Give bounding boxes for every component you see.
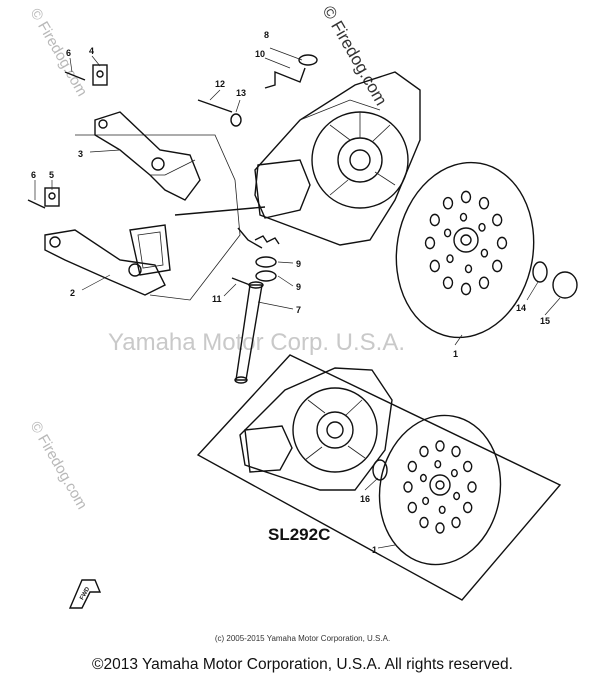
callout-12: 12 [215,79,225,89]
callout-9-upper: 9 [296,259,301,269]
callout-15: 15 [540,316,550,326]
callout-13: 13 [236,88,246,98]
footer-copyright-notice: ©2013 Yamaha Motor Corporation, U.S.A. A… [92,656,513,673]
callout-14: 14 [516,303,526,313]
nut-left-part [44,187,60,207]
brake-disc-upper-part [395,161,535,339]
bolt-left-part [27,199,46,209]
disc-hole [496,236,508,250]
nut-top-part [92,64,108,86]
spring-part [237,227,280,249]
washer-14-part [532,261,548,283]
disc-hole [480,248,489,258]
disc-hole [453,491,461,501]
callout-10: 10 [255,49,265,59]
disc-hole [451,445,461,458]
disc-hole [442,276,454,290]
nut-15-part [552,271,578,299]
disc-hole [446,254,454,264]
callout-4: 4 [89,46,94,56]
disc-hole [419,473,427,483]
housing-lower-part [239,367,393,491]
disc-hole [435,522,445,534]
bolt-12-part [197,99,233,113]
disc-holes-upper [424,190,508,296]
disc-hole [478,276,490,290]
disc-hole [435,440,445,452]
disc-hole [429,213,440,227]
disc-hole [407,460,417,473]
washer-9-part [255,256,277,268]
pin-11-part [231,277,251,286]
disc-hole [419,516,429,529]
disc-hole [443,228,452,238]
disc-hole [492,213,503,227]
disc-hole [460,190,472,204]
callout-2: 2 [70,288,75,298]
callout-7: 7 [296,305,301,315]
forward-arrow-icon: FWD [68,579,102,609]
callout-9-lower: 9 [296,282,301,292]
callout-8-top: 8 [264,30,269,40]
bolt-top-part [64,71,86,81]
connecting-rod-part [174,206,266,216]
washer-top-part [298,54,318,66]
disc-hole [463,501,473,514]
disc-hole [407,501,417,514]
disc-hole [424,236,436,250]
housing-upper-part [254,71,421,246]
disc-hole [429,259,440,273]
callout-1-upper: 1 [453,349,458,359]
disc-hole [450,468,458,478]
model-label: SL292C [268,525,330,544]
washer-8-part [255,270,277,282]
callout-3: 3 [78,149,83,159]
shaft-part [234,281,264,384]
disc-hole [467,481,477,493]
firedog-watermark-left-bottom: © Firedog.com [27,419,91,513]
disc-hole [463,460,473,473]
yamaha-watermark: Yamaha Motor Corp. U.S.A. [108,329,405,356]
disc-holes-lower [403,440,477,534]
firedog-watermark-top: © Firedog.com [319,3,391,109]
disc-hole [434,460,442,469]
bracket-group-outline [75,134,241,301]
lower-bracket-part [44,224,171,296]
spring-arm-part [264,67,306,89]
disc-hole [478,196,490,210]
disc-hole [451,516,461,529]
washer-16-part [372,459,388,481]
disc-hole [464,264,473,274]
sl292c-variant-box [196,354,562,601]
disc-hole [422,496,430,506]
washer-13-part [230,113,242,127]
disc-hole [478,222,486,232]
callout-16: 16 [360,494,370,504]
brake-disc-lower-part [378,414,502,566]
disc-hole [419,445,429,458]
disc-hole [403,481,413,493]
disc-hole [460,282,472,296]
leader-lines [34,47,561,549]
callout-5: 5 [49,170,54,180]
upper-bracket-part [94,111,201,201]
firedog-watermark-left-top: © Firedog.com [27,6,91,100]
small-copyright-notice: (c) 2005-2015 Yamaha Motor Corporation, … [214,634,391,643]
disc-hole [438,505,446,514]
callout-6-top: 6 [66,48,71,58]
disc-hole [442,196,454,210]
disc-hole [459,212,468,222]
callout-1-lower: 1 [372,545,377,555]
callout-11: 11 [212,294,222,304]
disc-hole [492,259,503,273]
callout-6-left: 6 [31,170,36,180]
